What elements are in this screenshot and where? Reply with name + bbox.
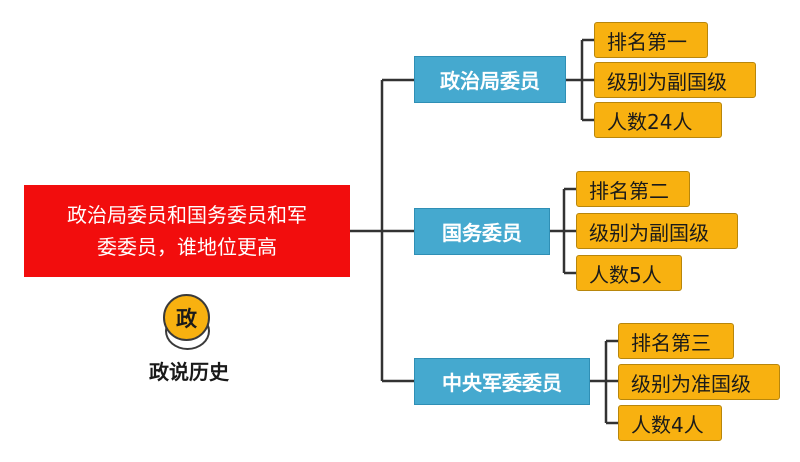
leaf-councilor-rank[interactable]: 排名第二 bbox=[576, 171, 690, 207]
root-topic[interactable]: 政治局委员和国务委员和军 委委员，谁地位更高 bbox=[24, 185, 350, 277]
root-topic-text: 政治局委员和国务委员和军 委委员，谁地位更高 bbox=[67, 199, 307, 263]
leaf-cmc-level[interactable]: 级别为准国级 bbox=[618, 364, 780, 400]
leaf-cmc-rank[interactable]: 排名第三 bbox=[618, 323, 734, 359]
branch-politburo-member[interactable]: 政治局委员 bbox=[414, 56, 566, 103]
leaf-politburo-count[interactable]: 人数24人 bbox=[594, 102, 722, 138]
branch-cmc-member[interactable]: 中央军委委员 bbox=[414, 358, 590, 405]
leaf-politburo-level[interactable]: 级别为副国级 bbox=[594, 62, 756, 98]
root-topic-line1: 政治局委员和国务委员和军 bbox=[67, 203, 307, 227]
leaf-politburo-rank[interactable]: 排名第一 bbox=[594, 22, 708, 58]
branch-state-councilor[interactable]: 国务委员 bbox=[414, 208, 550, 255]
logo-caption: 政说历史 bbox=[149, 360, 229, 384]
logo-badge-icon: 政 bbox=[163, 294, 210, 341]
leaf-councilor-count[interactable]: 人数5人 bbox=[576, 255, 682, 291]
leaf-councilor-level[interactable]: 级别为副国级 bbox=[576, 213, 738, 249]
root-topic-line2: 委委员，谁地位更高 bbox=[97, 235, 277, 259]
leaf-cmc-count[interactable]: 人数4人 bbox=[618, 405, 722, 441]
